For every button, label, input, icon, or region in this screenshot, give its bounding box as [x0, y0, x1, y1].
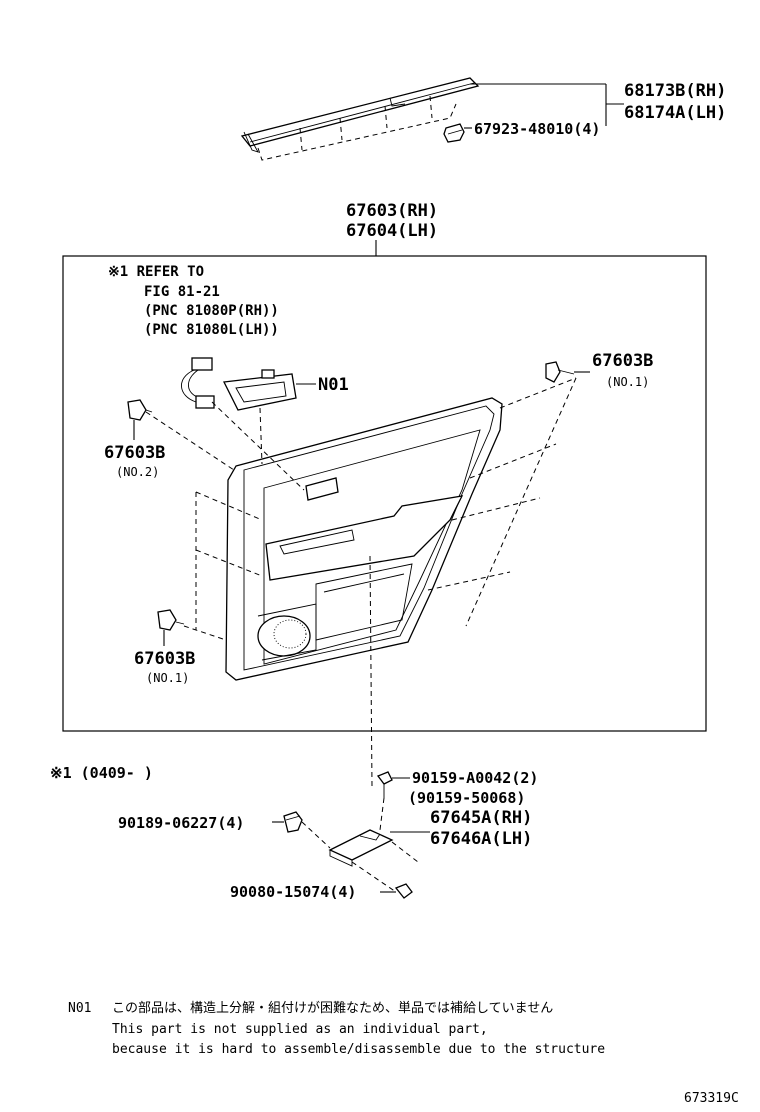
part-sub-67603b-left: (NO.2)	[116, 465, 159, 479]
clip-67603b-left-icon	[127, 399, 153, 421]
bracket-67645a-part	[328, 829, 394, 867]
part-number-90159-b: (90159-50068)	[408, 789, 525, 807]
dashed-locator-lines	[145, 377, 577, 787]
clip-67603b-bottom-icon	[157, 609, 185, 631]
footnote-jp: この部品は、構造上分解・組付けが困難なため、単品では補給していません	[112, 1000, 553, 1016]
part-number-67604-title: 67604(LH)	[346, 221, 438, 241]
part-sub-67603b-right: (NO.1)	[606, 375, 649, 389]
figure-id: 673319C	[684, 1091, 739, 1106]
part-number-90189: 90189-06227(4)	[118, 814, 244, 832]
handle-bezel-n01	[223, 369, 297, 411]
screw-90159-icon	[376, 771, 393, 798]
part-number-67603b-left: 67603B	[104, 443, 165, 463]
clip-90189-icon	[283, 811, 303, 833]
part-number-67603b-bottom: 67603B	[134, 649, 195, 669]
part-number-67923: 67923-48010(4)	[474, 120, 600, 138]
part-number-68173b: 68173B(RH)	[624, 81, 726, 101]
door-trim-panel	[225, 397, 503, 681]
part-number-67646a: 67646A(LH)	[430, 829, 532, 849]
wire-harness-icon	[181, 357, 215, 409]
lower-dashed-lines	[301, 797, 419, 893]
part-sub-67603b-bottom: (NO.1)	[146, 671, 189, 685]
refer-note-line-3: (PNC 81080P(RH))	[144, 303, 279, 319]
part-number-67645a: 67645A(RH)	[430, 808, 532, 828]
range-note: ※1 (0409- )	[50, 764, 153, 782]
refer-note-line-4: (PNC 81080L(LH))	[144, 322, 279, 338]
assembly-box	[62, 255, 707, 732]
part-number-67603-title: 67603(RH)	[346, 201, 438, 221]
part-number-67603b-right: 67603B	[592, 351, 653, 371]
refer-note-line-1: ※1 REFER TO	[108, 264, 204, 280]
label-n01: N01	[318, 375, 349, 395]
clip-67923-icon	[443, 123, 465, 143]
clip-67603b-right-icon	[545, 361, 575, 383]
refer-note-line-2: FIG 81-21	[144, 284, 220, 300]
part-number-68174a: 68174A(LH)	[624, 103, 726, 123]
screw-90080-icon	[394, 883, 413, 899]
footnote-en-line-2: because it is hard to assemble/disassemb…	[112, 1042, 605, 1057]
footnote-code: N01	[68, 1001, 91, 1016]
part-number-90080: 90080-15074(4)	[230, 883, 356, 901]
belt-moulding-part	[240, 77, 480, 161]
footnote-en-line-1: This part is not supplied as an individu…	[112, 1022, 488, 1037]
part-number-90159-a: 90159-A0042(2)	[412, 769, 538, 787]
